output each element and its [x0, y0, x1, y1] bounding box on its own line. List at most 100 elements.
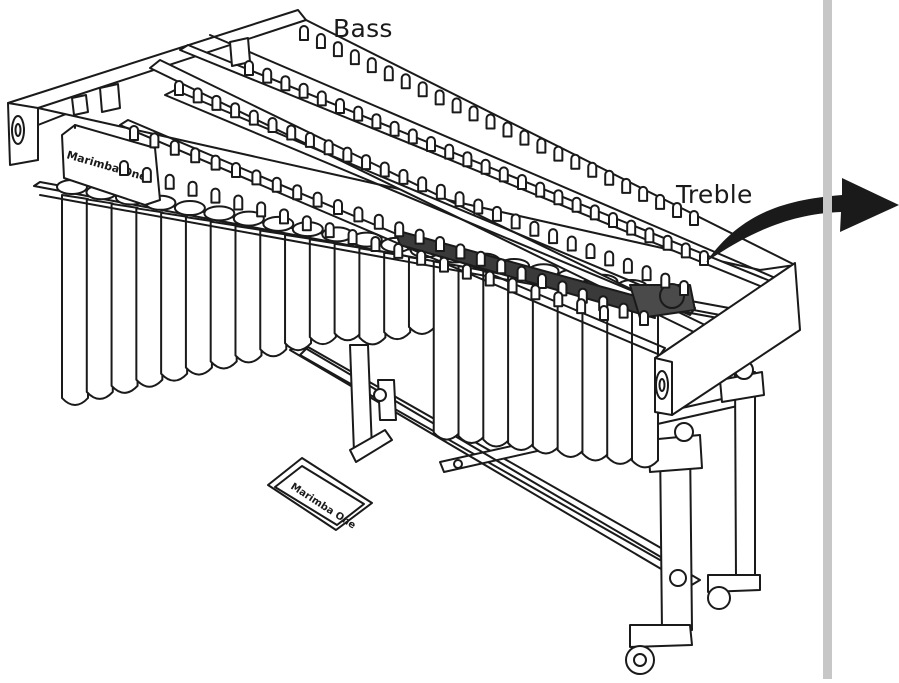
caster-wheel: [633, 653, 647, 667]
bar-peg: [638, 185, 649, 202]
resonator-tube: [259, 229, 288, 358]
bar-peg: [248, 109, 259, 126]
bar-peg: [462, 151, 473, 168]
bar-peg: [553, 189, 564, 206]
bar-peg: [655, 193, 666, 210]
bar-peg: [129, 125, 139, 141]
bar-peg: [231, 162, 241, 178]
bar-peg: [439, 256, 449, 273]
bar-peg: [371, 113, 382, 130]
resonator-tube: [383, 251, 412, 341]
bar-peg: [529, 220, 540, 237]
bar-peg: [491, 205, 502, 222]
bar-peg: [435, 183, 446, 200]
bar-peg: [141, 166, 152, 183]
bar-peg: [400, 73, 411, 90]
bar-peg: [641, 265, 652, 282]
resonator-cap: [173, 200, 206, 217]
bar-peg: [585, 242, 596, 259]
bar-peg: [537, 273, 547, 289]
bar-peg: [299, 25, 309, 41]
bar-peg: [510, 213, 521, 230]
bar-peg: [251, 169, 262, 186]
treble-label: Treble: [676, 180, 753, 209]
bar-peg: [468, 105, 479, 122]
bar-peg: [662, 234, 673, 251]
bar-peg: [361, 154, 372, 171]
bar-peg: [262, 67, 273, 84]
bar-peg: [190, 147, 201, 164]
bar-peg: [535, 181, 546, 198]
bar-peg: [621, 177, 632, 194]
bar-peg: [149, 132, 160, 149]
bar-peg: [211, 94, 222, 111]
bar-peg: [689, 210, 699, 226]
bar-peg: [298, 82, 309, 99]
bar-peg: [498, 166, 509, 183]
bar-peg: [455, 243, 466, 260]
bar-peg: [485, 113, 496, 130]
bar-peg: [187, 180, 198, 197]
resonator-tube: [110, 202, 139, 394]
bar-peg: [233, 194, 244, 211]
resonator-tube: [284, 233, 313, 352]
bar-peg: [626, 219, 637, 236]
bar-peg: [484, 270, 495, 287]
bar-peg: [434, 89, 445, 106]
bar-peg: [461, 263, 472, 280]
bar-peg: [566, 235, 577, 252]
pedal: Marimba One: [267, 429, 393, 532]
bar-peg: [353, 105, 364, 122]
bar-peg: [553, 291, 564, 308]
resonator-tubes: [61, 194, 659, 469]
bar-peg: [660, 272, 671, 289]
bar-peg: [589, 204, 600, 221]
bar-peg: [210, 154, 221, 171]
bar-peg: [517, 174, 527, 190]
bar-peg: [480, 158, 491, 175]
bar-peg: [417, 81, 428, 98]
bass-label: Bass: [333, 14, 393, 43]
caster-wheel: [707, 586, 731, 610]
treble-end-board: [654, 262, 801, 416]
bar-peg: [192, 87, 203, 104]
bar-peg: [622, 257, 633, 274]
bar-peg: [548, 228, 559, 245]
bar-peg: [414, 228, 425, 245]
bar-peg: [416, 249, 427, 266]
bar-peg: [502, 121, 513, 138]
bar-peg: [312, 191, 323, 208]
bar-peg: [280, 75, 291, 92]
bar-peg: [267, 117, 278, 134]
bar-peg: [699, 250, 709, 266]
bar-peg: [342, 146, 353, 163]
bar-peg: [174, 80, 184, 96]
bar-peg: [271, 176, 282, 193]
bar-peg: [292, 184, 303, 201]
bar-peg: [301, 215, 312, 232]
bar-peg: [444, 143, 455, 160]
resonator-tube: [358, 247, 387, 346]
caster: [629, 624, 693, 648]
bar-peg: [604, 250, 615, 267]
resonator-tube: [308, 238, 337, 346]
divider-bar: [823, 0, 832, 679]
bar-peg: [335, 98, 345, 114]
bar-peg: [587, 161, 598, 178]
bar-peg: [394, 221, 405, 238]
bar-peg: [304, 131, 315, 148]
bar-peg: [599, 305, 609, 321]
bar-peg: [389, 120, 400, 137]
bar-peg: [383, 65, 394, 82]
bar-peg: [169, 139, 180, 156]
bar-peg: [571, 196, 582, 213]
resonator-tube: [184, 216, 213, 376]
resonator-tube: [61, 194, 89, 406]
bar-peg: [230, 102, 241, 119]
bar-peg: [451, 97, 462, 114]
bar-peg: [407, 128, 418, 145]
bar-peg: [324, 222, 335, 239]
